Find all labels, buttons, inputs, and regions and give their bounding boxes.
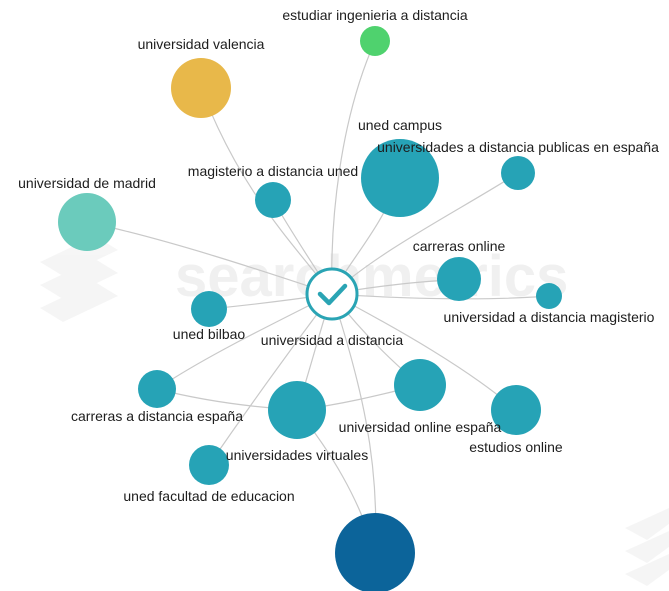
label-virtuales: universidades virtuales xyxy=(226,447,368,463)
node-uned-campus[interactable] xyxy=(361,139,439,217)
label-madrid: universidad de madrid xyxy=(18,175,156,191)
label-estudios-online: estudios online xyxy=(469,439,563,455)
node-carreras-espana[interactable] xyxy=(138,370,176,408)
edge-carreras-espana xyxy=(156,293,333,390)
node-virtuales[interactable] xyxy=(268,381,326,439)
node-carreras-online[interactable] xyxy=(437,257,481,301)
node-estudios-online[interactable] xyxy=(491,385,541,435)
center-label: universidad a distancia xyxy=(261,332,404,348)
label-magisterio: magisterio a distancia uned xyxy=(188,163,358,179)
edge-estudiar xyxy=(331,40,376,295)
label-univ-magisterio: universidad a distancia magisterio xyxy=(444,309,655,325)
labels: estudiar ingenieria a distancia universi… xyxy=(18,7,659,504)
center-node[interactable] xyxy=(305,267,359,321)
node-educacion[interactable] xyxy=(189,445,229,485)
nodes xyxy=(58,26,562,591)
watermark-logo-icon xyxy=(40,236,669,586)
label-uned-campus: uned campus xyxy=(358,117,442,133)
label-online-espana: universidad online españa xyxy=(339,419,502,435)
edge-madrid xyxy=(86,221,333,295)
node-online-espana[interactable] xyxy=(394,359,446,411)
node-univ-magisterio[interactable] xyxy=(536,283,562,309)
node-estudiar[interactable] xyxy=(360,26,390,56)
label-educacion: uned facultad de educacion xyxy=(123,488,294,504)
center-node-circle[interactable] xyxy=(305,267,359,321)
checkmark-icon xyxy=(317,283,348,306)
watermark-text: searchmetrics xyxy=(175,244,568,309)
node-publicas[interactable] xyxy=(501,156,535,190)
label-publicas: universidades a distancia publicas en es… xyxy=(377,139,659,155)
label-bilbao: uned bilbao xyxy=(173,326,246,342)
node-madrid[interactable] xyxy=(58,193,116,251)
node-bilbao[interactable] xyxy=(191,291,227,327)
node-magisterio[interactable] xyxy=(255,182,291,218)
node-valencia[interactable] xyxy=(171,58,231,118)
node-uned[interactable] xyxy=(335,513,415,591)
label-estudiar: estudiar ingenieria a distancia xyxy=(282,7,467,23)
label-valencia: universidad valencia xyxy=(138,36,265,52)
edge-educacion xyxy=(208,293,333,466)
label-carreras-online: carreras online xyxy=(413,238,506,254)
label-carreras-espana: carreras a distancia españa xyxy=(71,408,243,424)
